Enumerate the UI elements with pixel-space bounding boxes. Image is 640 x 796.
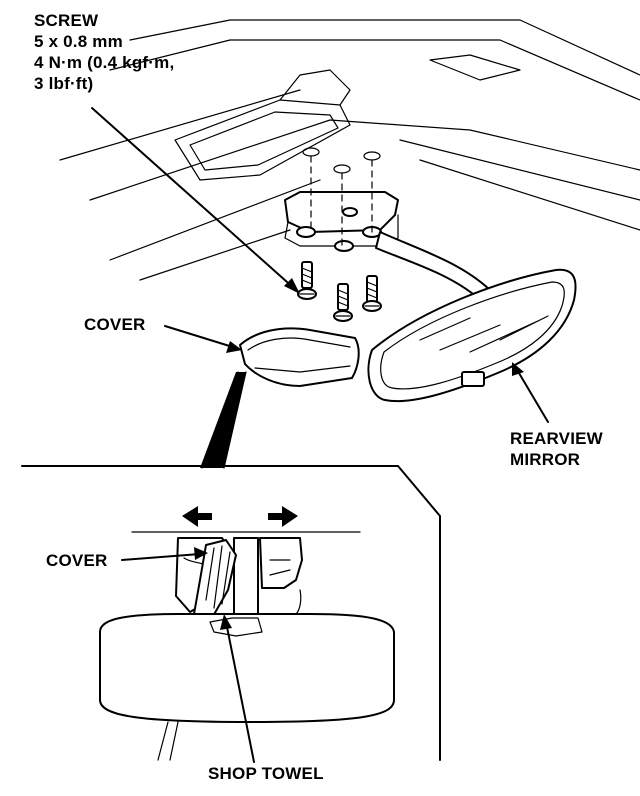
screw-right-icon (362, 275, 382, 312)
leader-lines-detail (121, 547, 255, 763)
screw-label: SCREW 5 x 0.8 mm 4 N·m (0.4 kgf·m, 3 lbf… (34, 10, 174, 94)
arrow-right-icon (268, 506, 298, 527)
rearview-mirror-line2: MIRROR (510, 450, 581, 469)
screws (297, 261, 382, 322)
screw-torque-line2: 3 lbf·ft) (34, 74, 94, 93)
detail-illustration (99, 506, 395, 761)
screw-middle-icon (333, 283, 353, 322)
zoom-callout (200, 371, 247, 469)
rearview-mirror-line1: REARVIEW (510, 429, 603, 448)
leader-lines-top (91, 107, 549, 423)
mirror-bracket (284, 147, 399, 252)
shop-towel-label: SHOP TOWEL (208, 764, 324, 783)
screw-torque-line1: 4 N·m (0.4 kgf·m, (34, 53, 175, 72)
roof-headliner (59, 19, 640, 281)
cover-part (239, 327, 360, 387)
arrow-left-icon (182, 506, 212, 527)
rearview-mirror-label: REARVIEW MIRROR (510, 428, 603, 470)
mirror-stem (375, 231, 491, 299)
rearview-mirror (367, 268, 577, 403)
cover-label-top: COVER (84, 315, 146, 334)
cover-label-detail: COVER (46, 551, 108, 570)
screw-left-icon (297, 261, 317, 300)
detail-frame (21, 465, 441, 761)
screw-title: SCREW (34, 11, 99, 30)
screw-size: 5 x 0.8 mm (34, 32, 123, 51)
